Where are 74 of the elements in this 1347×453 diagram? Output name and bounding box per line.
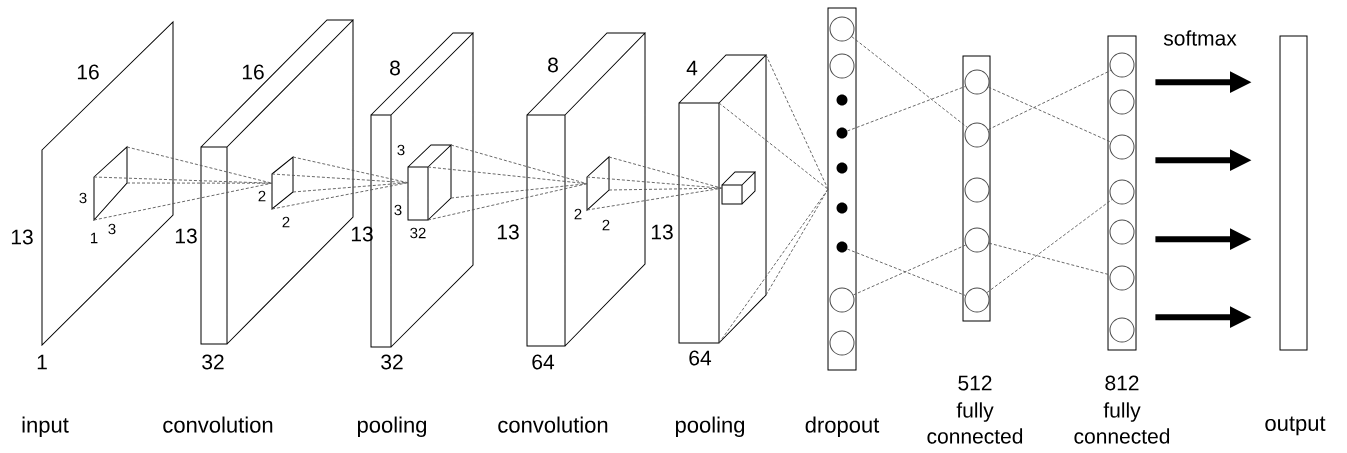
- output-column: [1279, 35, 1308, 351]
- layer-caption: convolution: [498, 416, 608, 433]
- dimension-label: 13: [11, 229, 33, 245]
- dimension-label: 13: [651, 224, 673, 240]
- layer-block: [200, 19, 354, 345]
- neuron-circle: [964, 177, 990, 203]
- layer-caption: pooling: [675, 416, 745, 438]
- cube-patch: [721, 171, 756, 205]
- dimension-label: 3: [108, 223, 116, 235]
- connection-line: [987, 86, 1112, 143]
- dimension-label: 1: [91, 232, 98, 244]
- dimension-label: 2: [574, 208, 582, 220]
- layer-block: [526, 32, 646, 347]
- layer-caption: fully connected: [927, 402, 1023, 444]
- dimension-label: 16: [77, 64, 99, 80]
- neuron-circle: [829, 330, 855, 356]
- projection-lines: [718, 54, 829, 344]
- neuron-circle: [1109, 134, 1135, 160]
- filter-patch: [271, 156, 294, 210]
- dimension-label: 64: [689, 350, 712, 366]
- neuron-circle: [964, 227, 990, 253]
- dimension-label: 2: [258, 190, 266, 202]
- projection-lines: [586, 156, 723, 211]
- dimension-label: 13: [175, 228, 197, 244]
- dimension-label: 32: [202, 354, 224, 370]
- dimension-label: 32: [410, 227, 426, 239]
- layer-caption: pooling: [357, 416, 427, 438]
- layer-column: [962, 55, 991, 322]
- layer-column: [1107, 35, 1137, 351]
- connection-line: [986, 199, 1113, 293]
- neuron-circle: [1109, 89, 1135, 115]
- neuron-circle: [829, 287, 855, 313]
- layer-caption: input: [22, 416, 69, 438]
- connection-line: [987, 70, 1112, 130]
- dimension-label: 512: [958, 375, 992, 391]
- dimension-label: 1: [37, 354, 47, 370]
- layer-caption: dropout: [805, 416, 880, 438]
- filter-patch: [93, 146, 128, 221]
- projection-lines: [427, 144, 588, 221]
- dimension-label: 13: [497, 224, 519, 240]
- dimension-label: 8: [390, 60, 400, 76]
- neuron-circle: [964, 69, 990, 95]
- layer-caption: output: [1265, 416, 1326, 436]
- dimension-label: 16: [242, 64, 264, 80]
- cube-patch: [407, 144, 452, 221]
- connection-line: [851, 36, 968, 128]
- dimension-label: 2: [602, 219, 610, 231]
- dimension-label: 4: [686, 60, 698, 76]
- layer-caption: fully connected: [1074, 402, 1170, 444]
- dimension-label: 13: [351, 226, 373, 242]
- connection-line: [846, 85, 966, 132]
- filter-patch: [586, 156, 610, 211]
- dimension-label: 8: [548, 57, 558, 73]
- neuron-circle: [964, 122, 990, 148]
- neuron-circle: [964, 287, 990, 313]
- dimension-label: 812: [1105, 375, 1139, 391]
- neuron-circle: [1109, 52, 1135, 78]
- layer-column: [827, 7, 857, 371]
- neuron-circle: [1109, 219, 1135, 245]
- connection-line: [988, 242, 1111, 276]
- neuron-circle: [1109, 179, 1135, 205]
- projection-lines: [271, 156, 409, 210]
- dimension-label: 64: [532, 354, 555, 370]
- layer-caption: convolution: [163, 416, 273, 433]
- neuron-circle: [1109, 265, 1135, 291]
- neuron-circle: [1109, 317, 1135, 343]
- neuron-circle: [829, 53, 855, 79]
- layer-label: softmax: [1163, 30, 1237, 46]
- layer-block: [678, 54, 767, 344]
- neuron-circle: [829, 16, 855, 42]
- dimension-label: 2: [282, 216, 290, 228]
- input-plane: [41, 21, 174, 346]
- projection-lines: [93, 146, 273, 221]
- dimension-label: 32: [381, 354, 403, 370]
